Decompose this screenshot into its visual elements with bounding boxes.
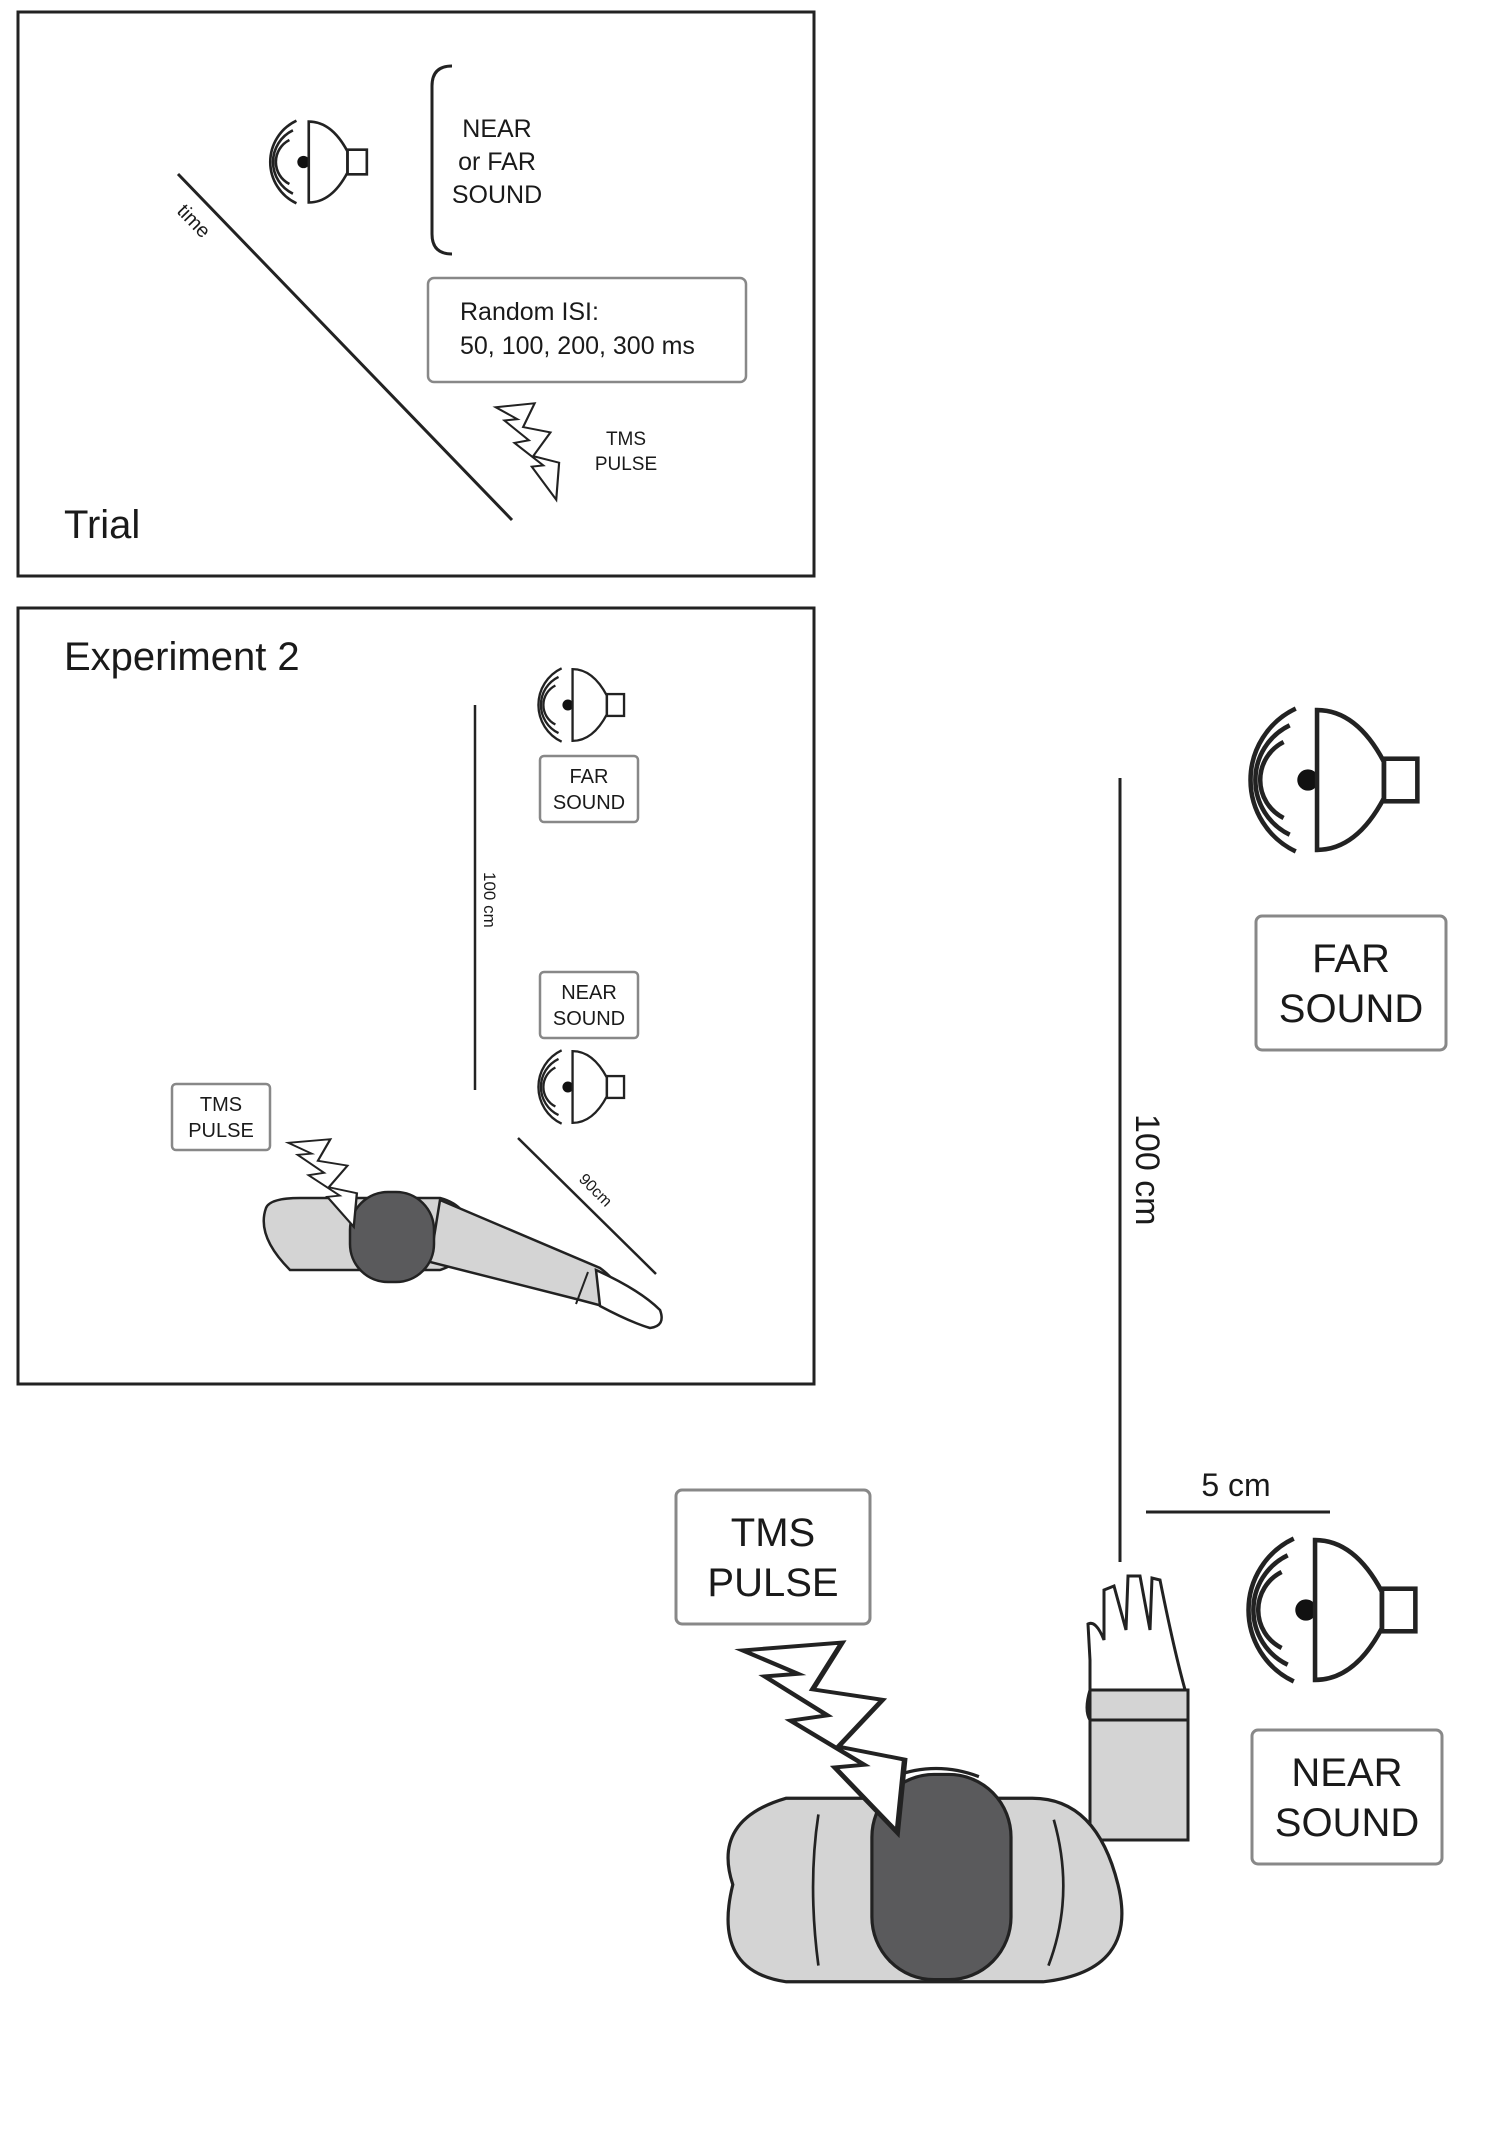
time-axis [176,172,514,522]
exp2-near-label-2: SOUND [553,1008,625,1030]
isi-box [426,276,748,384]
exp2-person [262,1190,663,1330]
exp1-near-label-2: SOUND [1275,1801,1419,1845]
exp2-far-label-2: SOUND [553,792,625,814]
trial-panel: NEAR or FAR SOUND time Random ISI: 50, 1… [16,10,816,578]
exp1-near-label-1: NEAR [1291,1751,1402,1795]
exp2-tms-box [170,1082,272,1152]
near-speaker-icon [537,1049,626,1125]
exp1-tms-label-1: TMS [731,1511,815,1555]
experiment1-layout: FAR SOUND 100 cm 5 cm NEAR SOUND TMS PUL… [674,709,1448,1984]
trial-tms-label-2: PULSE [595,454,657,475]
trial-panel-title: Trial [64,503,140,547]
speaker-icon [268,119,369,205]
exp1-far-label-2: SOUND [1279,987,1423,1031]
exp2-tms-label-1: TMS [200,1094,242,1116]
exp2-arm-distance-line [517,1137,657,1275]
far-speaker-icon [537,667,626,743]
near-speaker-icon-large [1249,1539,1416,1682]
experiment2-title: Experiment 2 [64,635,300,679]
exp2-near-label-1: NEAR [561,982,617,1004]
exp2-tms-label-2: PULSE [188,1120,254,1142]
far-speaker-icon-large [1251,709,1418,852]
exp1-distance-horizontal-label: 5 cm [1201,1467,1270,1503]
bracket [430,64,453,256]
isi-label-2: 50, 100, 200, 300 ms [460,332,695,360]
exp2-distance-vertical-label: 100 cm [480,872,499,928]
exp1-person [726,1574,1190,1984]
near-sound-box-large [1250,1728,1444,1866]
exp2-far-label-1: FAR [570,766,609,788]
far-sound-box-large [1254,914,1448,1052]
exp1-far-label-1: FAR [1312,937,1390,981]
far-sound-box [538,754,640,824]
near-sound-box [538,970,640,1040]
exp1-tms-label-2: PULSE [707,1561,838,1605]
trial-sound-label-2: or FAR [458,148,536,176]
lightning-bolt-icon [494,402,561,501]
trial-sound-label-1: NEAR [462,115,531,143]
exp2-arm-distance-label: 90cm [575,1171,615,1211]
experiment2-panel: Experiment 2 FAR SOUND 100 cm NEAR SOUND… [16,606,816,1386]
exp1-tms-box [674,1488,872,1626]
trial-tms-label-1: TMS [606,429,646,450]
trial-sound-label-3: SOUND [452,181,542,209]
isi-label-1: Random ISI: [460,298,599,326]
exp1-distance-vertical-label: 100 cm [1128,1114,1166,1226]
